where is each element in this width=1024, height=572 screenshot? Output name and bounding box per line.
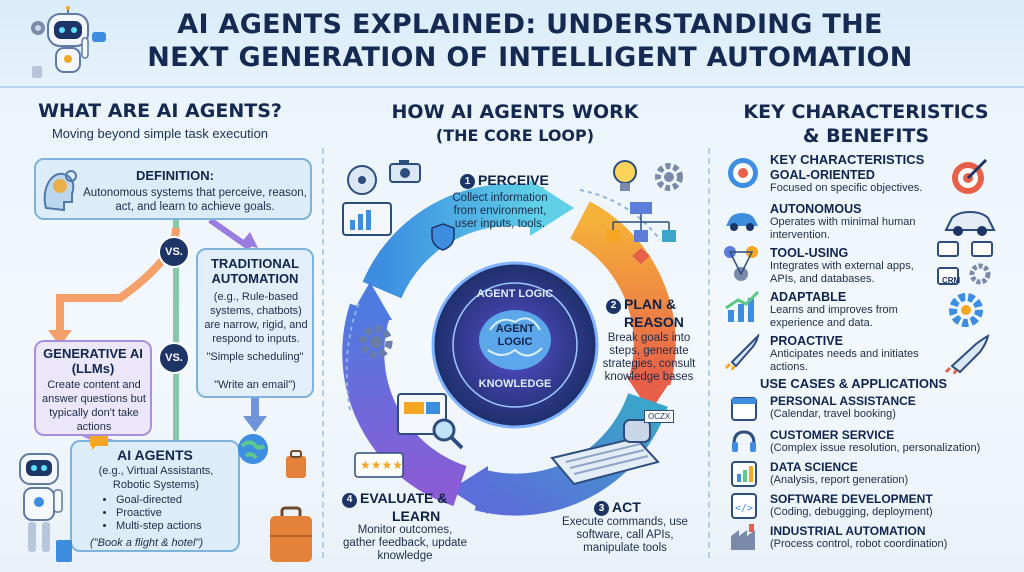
definition-title: DEFINITION:	[136, 168, 214, 183]
left-subheading: Moving beyond simple task execution	[51, 126, 269, 141]
keyboard-robot-hand-icon	[550, 419, 660, 486]
key-characteristics-heading: KEY CHARACTERISTICS	[770, 152, 925, 167]
use-case-personal-assistance: PERSONAL ASSISTANCE (Calendar, travel bo…	[770, 394, 916, 420]
use-case-data-science: DATA SCIENCE (Analysis, report generatio…	[770, 460, 909, 486]
dashboard-icon	[342, 202, 392, 236]
svg-text:★★★★: ★★★★	[360, 458, 403, 472]
target-arrow-icon	[952, 158, 988, 194]
characteristic-adaptable: ADAPTABLE Learns and improves from exper…	[770, 290, 898, 329]
bullet-item: Multi-step actions	[116, 520, 202, 533]
generative-title: GENERATIVE AI (LLMs)	[43, 346, 143, 376]
use-cases-heading: USE CASES & APPLICATIONS	[760, 376, 948, 391]
code-window-icon: </>	[731, 493, 757, 519]
robot-figure-icon	[19, 453, 72, 562]
use-case-industrial-automation: INDUSTRIAL AUTOMATION (Process control, …	[770, 524, 948, 550]
autonomous-car-icon	[944, 210, 996, 236]
headset-icon	[732, 430, 756, 452]
generative-ai-box: GENERATIVE AI (LLMs) Create content and …	[34, 340, 152, 436]
definition-box: DEFINITION: Autonomous systems that perc…	[34, 158, 312, 220]
data-chart-icon	[731, 461, 757, 487]
traditional-text: (e.g., Rule-based systems, chatbots) are…	[204, 291, 308, 345]
ai-agents-example: (e.g., Virtual Assistants, Robotic Syste…	[98, 465, 214, 491]
characteristic-autonomous: AUTONOMOUS Operates with minimal human i…	[770, 202, 916, 241]
step-act-text: Execute commands, use software, call API…	[562, 516, 688, 554]
traditional-quote-2: "Write an email")	[214, 379, 296, 391]
target-icon	[728, 158, 758, 188]
report-magnifier-icon	[397, 393, 464, 450]
ai-agents-title: AI AGENTS	[117, 447, 193, 463]
lightbulb-icon	[613, 160, 637, 191]
vs-badge-middle: VS.	[158, 342, 190, 374]
column-divider-right	[708, 148, 710, 558]
shield-icon	[431, 223, 455, 251]
camera-icon	[389, 160, 421, 183]
ocr-key-label: OCZX	[644, 410, 675, 423]
use-case-software-development: SOFTWARE DEVELOPMENT (Coding, debugging,…	[770, 492, 933, 518]
vs-badge-top: VS.	[158, 236, 190, 268]
traditional-automation-box: TRADITIONAL AUTOMATION (e.g., Rule-based…	[196, 248, 314, 398]
tools-network-icon	[724, 246, 758, 281]
right-heading: KEY CHARACTERISTICS & BENEFITS	[743, 101, 989, 147]
ring-label-top: AGENT LOGIC	[476, 288, 554, 300]
adaptive-gear-icon	[949, 293, 983, 327]
middle-heading: HOW AI AGENTS WORK (THE CORE LOOP)	[391, 101, 639, 145]
left-heading: WHAT ARE AI AGENTS?	[38, 100, 282, 122]
ring-label-bottom: KNOWLEDGE	[478, 378, 552, 390]
chat-bubble-icon	[90, 436, 108, 450]
gear-icon	[359, 325, 393, 359]
page-title: AI AGENTS EXPLAINED: UNDERSTANDING THE N…	[147, 9, 913, 73]
step-number: 2	[606, 298, 621, 314]
factory-icon	[731, 524, 755, 550]
ai-agents-box: AI AGENTS (e.g., Virtual Assistants, Rob…	[70, 440, 240, 552]
brain-head-icon	[43, 170, 77, 212]
globe-icon	[238, 434, 268, 464]
characteristic-tool-using: TOOL-USING Integrates with external apps…	[770, 246, 914, 285]
traditional-title: TRADITIONAL AUTOMATION	[210, 256, 300, 286]
growth-chart-icon	[725, 290, 760, 322]
signal-icon	[347, 165, 377, 195]
generative-text: Create content and answer questions but …	[42, 379, 146, 433]
ai-agents-bullets: Goal-directed Proactive Multi-step actio…	[116, 494, 202, 533]
definition-text: Autonomous systems that perceive, reason…	[83, 187, 307, 213]
luggage-small-icon	[286, 450, 306, 478]
car-icon	[726, 213, 758, 231]
bullet-item: Goal-directed	[116, 494, 202, 507]
characteristic-goal-oriented: GOAL-ORIENTED Focused on specific object…	[770, 168, 923, 194]
step-plan-text: Break goals into steps, generate strateg…	[602, 332, 696, 383]
proactive-rocket-icon	[944, 334, 990, 374]
crm-label: CRM	[942, 276, 961, 285]
step-learn-text: Monitor outcomes, gather feedback, updat…	[342, 524, 468, 562]
bullet-item: Proactive	[116, 507, 202, 520]
column-divider-left	[322, 148, 324, 558]
robot-mascot-icon	[31, 6, 106, 78]
suitcase-icon	[270, 506, 312, 562]
characteristic-proactive: PROACTIVE Anticipates needs and initiate…	[770, 334, 919, 373]
gear-icon	[655, 163, 683, 191]
apps-grid-icon	[937, 241, 993, 285]
step-number: 3	[594, 501, 609, 516]
rating-stars-icon: ★★★★	[354, 452, 404, 478]
ai-agents-quote: ("Book a flight & hotel")	[90, 537, 203, 549]
use-case-customer-service: CUSTOMER SERVICE (Complex issue resoluti…	[770, 428, 981, 454]
step-perceive-text: Collect information from environment, us…	[452, 192, 548, 230]
center-logic-label: AGENT LOGIC	[495, 323, 535, 348]
step-number: 4	[342, 492, 357, 508]
traditional-quote-1: "Simple scheduling"	[206, 351, 304, 363]
step-number: 1	[460, 174, 475, 189]
calendar-icon	[731, 397, 757, 421]
flowchart-icon	[606, 202, 676, 264]
header-banner: AI AGENTS EXPLAINED: UNDERSTANDING THE N…	[0, 0, 1024, 88]
rocket-icon	[724, 334, 760, 370]
svg-text:</>: </>	[735, 503, 753, 514]
